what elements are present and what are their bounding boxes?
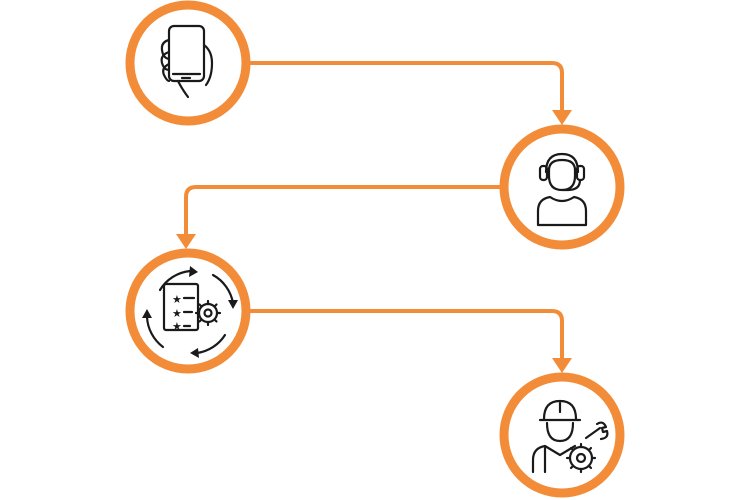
review-checklist-gear-cycle-icon: ★ ★ ★ bbox=[142, 266, 238, 358]
connector-step-1-to-step-2 bbox=[246, 61, 572, 125]
svg-text:★: ★ bbox=[172, 293, 182, 306]
connector-step-2-to-step-3 bbox=[176, 185, 504, 249]
hand-holding-smartphone-icon bbox=[160, 24, 214, 99]
svg-text:★: ★ bbox=[172, 320, 182, 333]
technician-hard-hat-wrench-gear-icon bbox=[531, 399, 609, 474]
step-2-node bbox=[499, 124, 625, 250]
step-1-node bbox=[125, 0, 251, 126]
connector-step-3-to-step-4 bbox=[246, 309, 572, 373]
step-4-node bbox=[499, 372, 625, 498]
svg-text:★: ★ bbox=[172, 307, 182, 320]
step-3-node: ★ ★ ★ bbox=[125, 248, 251, 374]
customer-support-headset-icon bbox=[536, 152, 588, 227]
